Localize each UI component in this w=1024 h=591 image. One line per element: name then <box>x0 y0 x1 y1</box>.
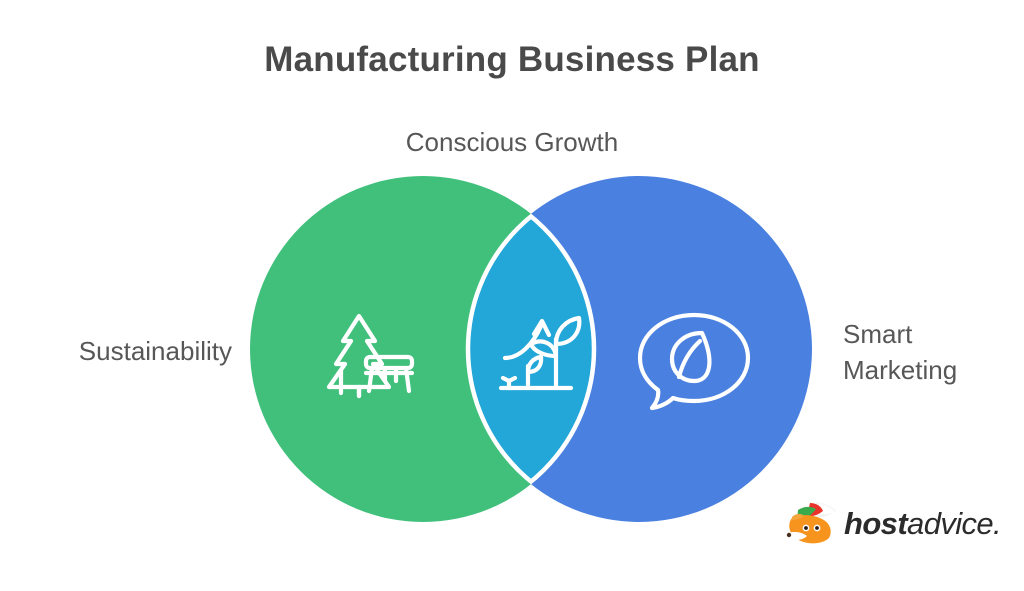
fox-mascot-icon <box>786 502 836 544</box>
venn-intersection-group <box>466 176 812 522</box>
venn-intersection-outline <box>465 176 597 522</box>
plant-growth-arrow-icon <box>498 315 582 391</box>
logo-wordmark: hostadvice. <box>844 505 1002 541</box>
logo-wordmark-host: host <box>844 505 908 541</box>
set-label-smart-marketing: Smart Marketing <box>843 319 958 385</box>
logo-wordmark-advice: advice. <box>907 505 1002 541</box>
tree-bench-icon <box>326 313 415 399</box>
hostadvice-logo[interactable]: hostadvice. <box>786 499 1002 547</box>
venn-intersection-conscious-growth[interactable] <box>466 176 812 522</box>
leaf-speech-bubble-icon <box>637 312 751 411</box>
set-label-sustainability: Sustainability <box>78 336 232 366</box>
intersection-label-conscious-growth: Conscious Growth <box>405 127 619 157</box>
page-title: Manufacturing Business Plan <box>264 40 760 79</box>
